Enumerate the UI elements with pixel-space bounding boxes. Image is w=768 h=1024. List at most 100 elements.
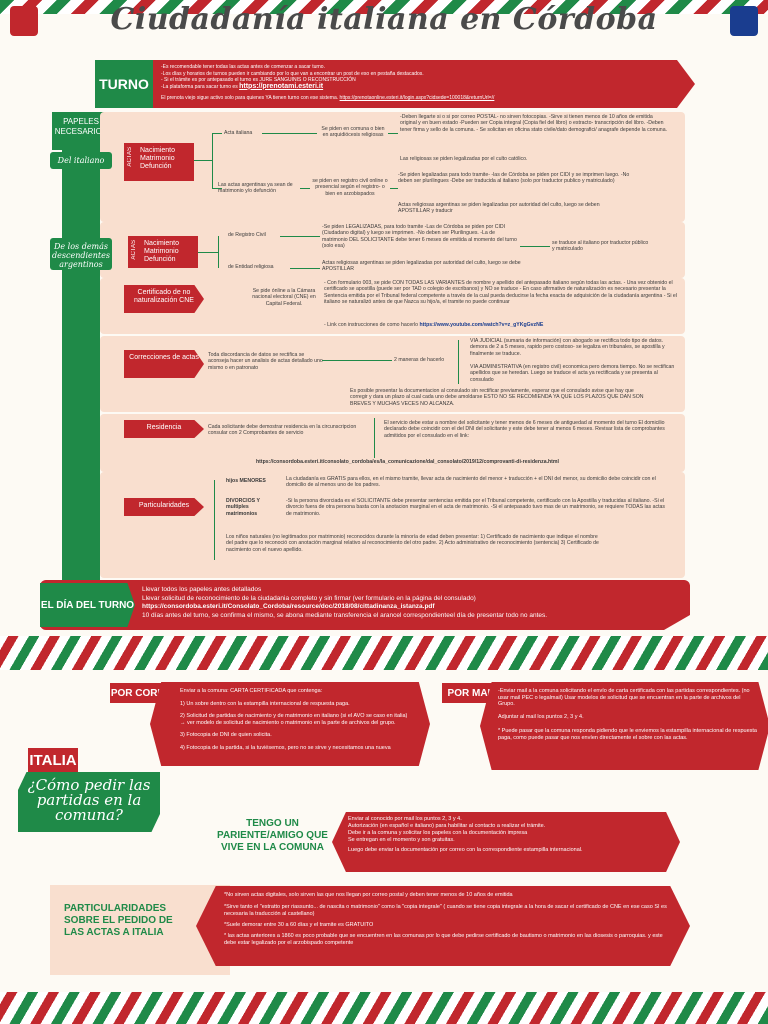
por-correo-content: Enviar a la comuna: CARTA CERTIFICADA qu… (180, 688, 410, 751)
residencia-label: Residencia (124, 420, 204, 438)
connector (214, 480, 215, 560)
divorcios-detail: -Si la persona divorciada es el SOLICITA… (286, 498, 665, 517)
connector (212, 133, 213, 188)
turno-note: El prenota viejo sigue activo solo para … (161, 95, 495, 101)
tengo-item: Se entregan en el momento y son gratuita… (348, 837, 455, 843)
por-correo-box: Enviar a la comuna: CARTA CERTIFICADA qu… (150, 682, 430, 766)
tengo-item: Luego debe enviar la documentación por c… (348, 847, 583, 853)
por-correo-item: 2) Solicitud de partidas de nacimiento y… (180, 713, 408, 726)
papeles-spine (62, 115, 100, 585)
registro-civil-list: -Se piden LEGALIZADAS, para todo tramite… (322, 224, 517, 249)
dia-turno-line: Llevar solicitud de reconocimiento de la… (142, 594, 476, 602)
cne-list: - Con formulario 003, se pide CON TODAS … (324, 280, 677, 305)
tengo-pariente-label: TENGO UN PARIENTE/AMIGO QUE VIVE EN LA C… (217, 818, 328, 853)
registro-civil: de Registro Civil (228, 232, 266, 238)
entidad-religiosa-detail: Actas religiosas argentinas se piden leg… (322, 260, 521, 273)
hijos-menores-detail: La ciudadanía es GRATIS para ellos, en e… (286, 476, 656, 489)
connector (300, 188, 310, 189)
pedido-item: * las actas anteriores a 1860 es poco pr… (224, 933, 663, 946)
connector (458, 340, 459, 384)
youtube-link[interactable]: https://www.youtube.com/watch?v=z_gYKgGv… (419, 322, 544, 328)
pedido-item: *Suele demorar entre 30 a 60 días y el t… (224, 922, 374, 928)
prenota-viejo-link[interactable]: https://prenotaonline.esteri.it/login.as… (339, 95, 495, 101)
cne-link-row: - Link con instrucciones de como hacerlo… (324, 322, 679, 328)
correcciones-extra: Es posible presentar la documentacion al… (350, 388, 644, 407)
dia-turno-content: Llevar todos los papeles antes detallado… (142, 586, 682, 620)
connector (280, 236, 320, 237)
istanza-link[interactable]: https://consordoba.esteri.it/Consolato_C… (142, 603, 435, 610)
actas-argentinas-detail: se piden en registro civil online o pres… (312, 178, 388, 197)
turno-line: - Si el trámite es por antepasado el tur… (161, 77, 356, 83)
tengo-pariente-content: Enviar al conocido por mail los puntos 2… (348, 816, 668, 854)
por-mail-adjuntar: Adjuntar al mail los puntos 2, 3 y 4. (498, 713, 584, 720)
turno-line: -Los días y horarios de turnos pueden ir… (161, 70, 424, 77)
turno-content: -Es recomendable tener todas las actas a… (161, 64, 681, 102)
del-italiano-label: Del italiano (50, 152, 112, 169)
del-italiano-actas: ACTAS Nacimiento Matrimonio Defunción (124, 143, 194, 181)
por-mail-intro: -Enviar mail a la comuna solicitando el … (498, 688, 750, 707)
tengo-pariente-box: Enviar al conocido por mail los puntos 2… (332, 812, 680, 872)
connector (194, 160, 212, 161)
residencia-detail: Cada solicitante debe demostrar residenc… (208, 424, 357, 437)
demas-actas-list: Nacimiento Matrimonio Defunción (144, 240, 180, 263)
via-administrativa: VIA ADMINISTRATIVA (en registro civil) e… (470, 364, 675, 383)
dia-turno-banner: Llevar todos los papeles antes detallado… (40, 580, 690, 630)
actas-tag: ACTAS (131, 240, 137, 260)
como-pedir-box: ¿Cómo pedir las partidas en la comuna? (18, 772, 160, 832)
demas-label: De los demás descendientes argentinos (50, 238, 112, 270)
header-logo-right (730, 6, 758, 36)
correcciones-maneras: 2 maneras de hacerlo (394, 357, 445, 363)
residencia-list: El servicio debe estar a nombre del soli… (384, 420, 665, 439)
actas-argentinas-religiosas: Actas religiosas argentinas se piden leg… (398, 202, 600, 215)
por-mail-content: -Enviar mail a la comuna solicitando el … (498, 688, 758, 741)
pedido-item: *No sirven actas digitales, solo sirven … (224, 892, 513, 898)
tengo-item: Debe ir a la comuna y solicitar los pape… (348, 830, 528, 836)
por-correo-intro: Enviar a la comuna: CARTA CERTIFICADA qu… (180, 688, 323, 694)
dia-turno-line: Llevar todos los papeles antes detallado… (142, 586, 262, 593)
cne-detail: Se pide ónline a la Cámara nacional elec… (252, 288, 316, 307)
ninos-naturales: Los niños naturales (no legitimados por … (226, 534, 599, 553)
prenotami-link[interactable]: https://prenotami.esteri.it (239, 82, 324, 90)
correcciones-detail: Toda discordancia de datos se rectifica … (208, 352, 323, 371)
actas-tag: ACTAS (127, 147, 133, 167)
por-correo-item: 3) Fotocopia de DNI de quien solicita. (180, 732, 272, 738)
hijos-menores: hijos MENORES (226, 478, 266, 484)
connector (322, 360, 392, 361)
por-correo-item: 4) Fotocopia de la partida, si la tuviés… (180, 744, 391, 751)
residencia-link[interactable]: https://consordoba.esteri.it/consolato_c… (256, 459, 559, 465)
acta-italiana-detail: Se piden en comuna o bien en arquidióces… (321, 126, 385, 139)
pedido-item: *Sirve tanto el "estratto per riassunto.… (224, 904, 667, 917)
connector (212, 188, 222, 189)
por-mail-label: POR MAIL (442, 683, 502, 703)
connector (388, 133, 398, 134)
pedido-content: *No sirven actas digitales, solo sirven … (224, 892, 674, 947)
connector (262, 133, 317, 134)
italia-tag: ITALIA (28, 748, 78, 772)
actas-argentinas-list: -Se piden legalizadas para todo tramite-… (398, 172, 630, 185)
por-correo-item: 1) Un sobre dentro con la estampilla int… (180, 700, 350, 707)
connector (212, 133, 222, 134)
demas-actas: ACTAS Nacimiento Matrimonio Defunción (128, 236, 198, 268)
cne-label: Certificado de no naturalización CNE (124, 285, 204, 313)
via-judicial: VIA JUDICIAL (sumaria de información) co… (470, 338, 665, 357)
header-logo-left (10, 6, 38, 36)
tengo-item: Autorización (en español e italiano) par… (348, 823, 546, 829)
dia-turno-line: 10 días antes del turno, se confirma el … (142, 611, 548, 619)
connector (390, 188, 398, 189)
entidad-religiosa: de Entidad religiosa (228, 264, 274, 270)
pedido-box: *No sirven actas digitales, solo sirven … (196, 886, 690, 966)
connector (374, 418, 375, 458)
cne-link-label: - Link con instrucciones de como hacerlo (324, 322, 418, 328)
correcciones-label: Correcciones de actas (124, 350, 204, 378)
connector (290, 268, 320, 269)
religiosas-note: Las religiosas se piden legalizadas por … (400, 156, 528, 162)
pedido-label: PARTICULARIDADES SOBRE EL PEDIDO DE LAS … (64, 903, 173, 938)
connector (520, 246, 550, 247)
actas-argentinas: Las actas argentinas ya sean de matrimon… (218, 182, 293, 195)
particularidades-box (100, 472, 685, 578)
divider-stripe (0, 636, 768, 670)
por-mail-note: * Puede pasar que la comuna responda pid… (498, 728, 757, 741)
connector (218, 236, 219, 268)
header-stripe-top (0, 0, 768, 14)
connector (198, 252, 218, 253)
